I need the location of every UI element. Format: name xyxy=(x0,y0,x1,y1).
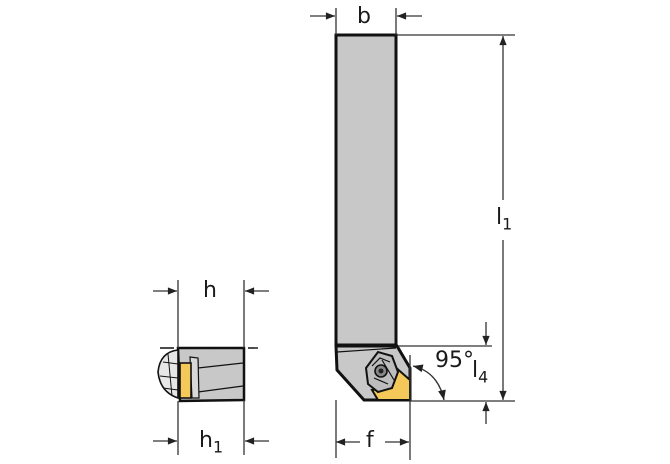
h1-main: h xyxy=(199,428,213,453)
dim-label-l4: l4 xyxy=(472,360,488,385)
h1-sub: 1 xyxy=(212,437,224,457)
l1-sub: 1 xyxy=(502,214,513,234)
l4-sub: 4 xyxy=(478,367,489,387)
shank-body xyxy=(334,33,398,347)
dim-label-l1: l1 xyxy=(494,205,515,234)
dim-label-b: b xyxy=(357,4,371,29)
angle-arc xyxy=(412,364,446,401)
dim-label-h1: h1 xyxy=(199,430,223,455)
top-view xyxy=(310,8,515,460)
end-insert xyxy=(179,362,192,399)
l1-main: l xyxy=(496,205,503,230)
l4-main: l xyxy=(472,358,479,383)
end-view xyxy=(153,280,269,455)
dim-label-f: f xyxy=(366,428,374,453)
dim-label-angle: 95° xyxy=(435,348,474,373)
dim-label-h: h xyxy=(203,278,217,303)
